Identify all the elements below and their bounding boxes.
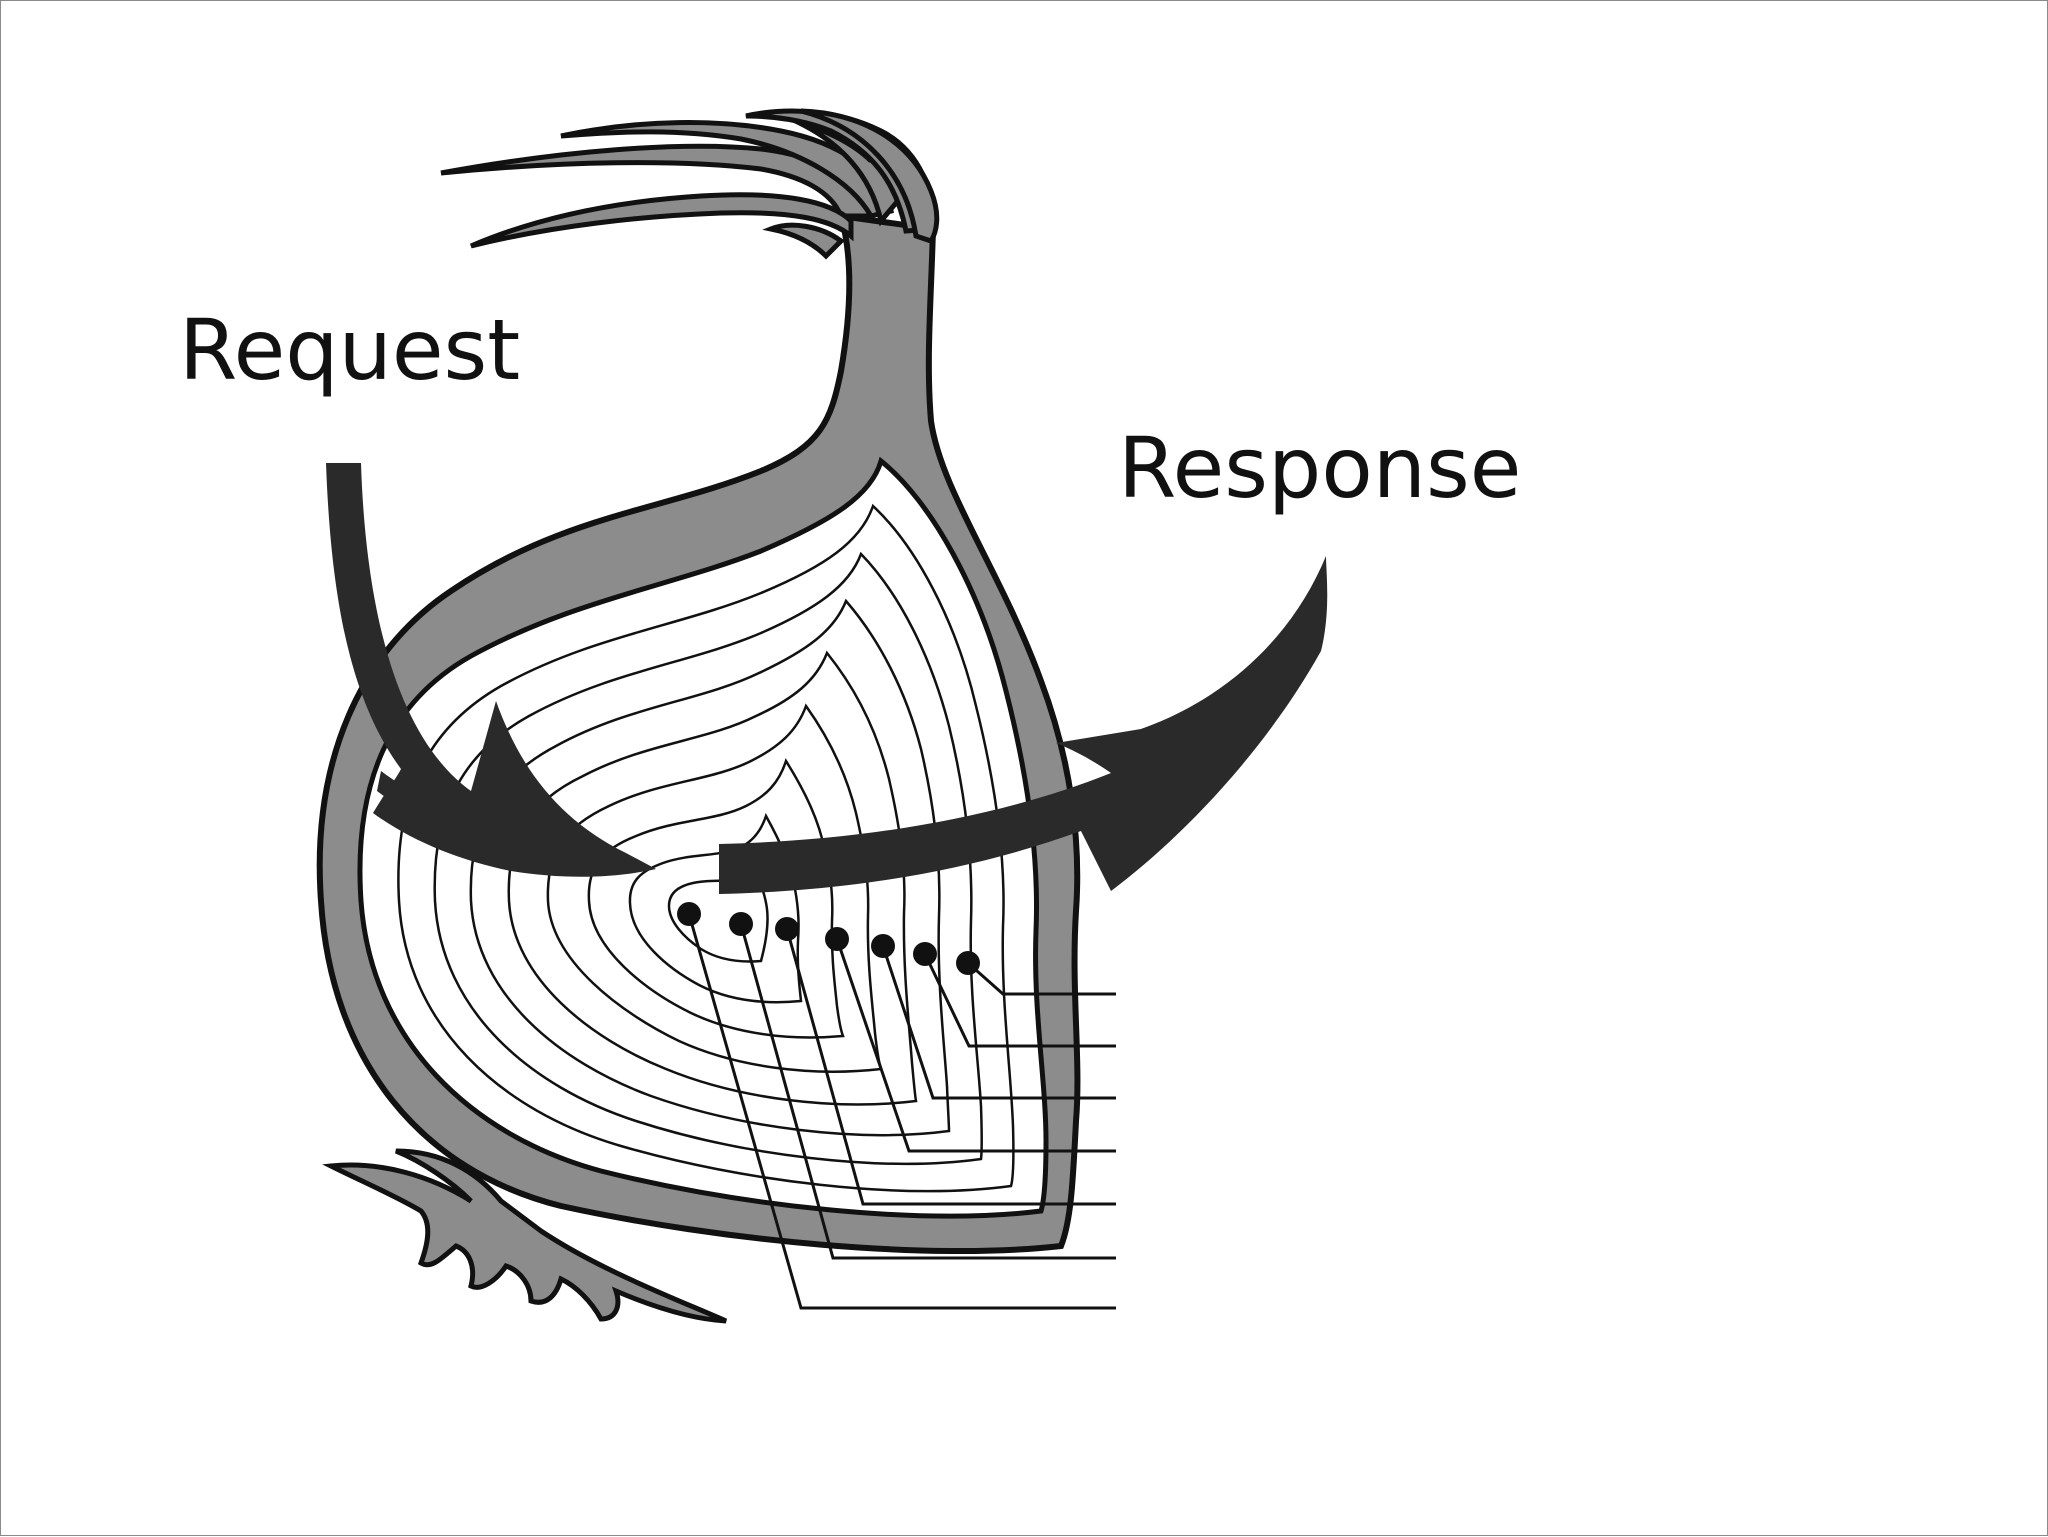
response-label: Response <box>1118 419 1521 517</box>
layer-callouts <box>687 913 1116 1310</box>
callout-dot-1 <box>677 902 701 926</box>
callout-line-6 <box>923 953 1116 1048</box>
callout-dot-3 <box>775 917 799 941</box>
layer-ring-5 <box>546 703 883 1073</box>
layer-ring-2 <box>433 551 983 1165</box>
leaf-left-3 <box>560 120 895 219</box>
onion-leaves <box>440 108 940 260</box>
callout-line-1 <box>687 913 1116 1310</box>
leaf-left-2 <box>470 192 854 249</box>
request-arrow <box>326 463 656 877</box>
request-arrow-head <box>377 771 656 870</box>
callout-line-3 <box>785 928 1116 1206</box>
callout-dot-4 <box>825 927 849 951</box>
response-arrow <box>719 556 1328 894</box>
callout-dot-5 <box>871 934 895 958</box>
layer-callout-dots <box>677 902 980 975</box>
callout-dot-6 <box>913 942 937 966</box>
layer-ring-1 <box>397 503 1015 1193</box>
layer-ring-3 <box>469 598 951 1137</box>
callout-line-5 <box>881 945 1116 1100</box>
callout-line-4 <box>835 938 1116 1153</box>
onion-roots <box>322 1148 728 1324</box>
leaf-right-2 <box>800 108 940 244</box>
request-arrow-shape <box>326 463 656 877</box>
request-label: Request <box>179 301 520 399</box>
response-arrow-shape <box>719 556 1328 894</box>
callout-dot-2 <box>729 912 753 936</box>
callout-line-7 <box>967 961 1116 996</box>
layer-ring-4 <box>507 650 918 1106</box>
callout-dot-7 <box>956 951 980 975</box>
leaf-curl <box>762 222 845 260</box>
roots-shape <box>322 1148 728 1324</box>
callout-line-2 <box>739 923 1116 1260</box>
